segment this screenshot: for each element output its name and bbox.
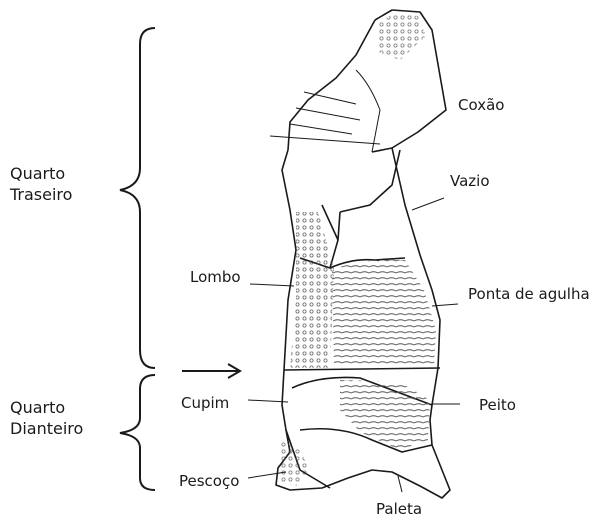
pescoco-region [278,440,310,486]
coxao-hatching [270,70,380,152]
label-cupim: Cupim [181,394,229,412]
forequarter-label-line1: Quarto [10,397,83,418]
label-vazio: Vazio [450,172,490,190]
hindquarter-label-line2: Traseiro [10,184,72,205]
divider-arrow-icon [182,364,240,378]
hindquarter-label-line1: Quarto [10,163,72,184]
forequarter-brace [120,375,155,490]
label-ponta-de-agulha: Ponta de agulha [468,285,590,303]
label-peito: Peito [479,396,516,414]
ponta-de-agulha-region [332,260,436,366]
hindquarter-brace [120,28,155,368]
peito-region [340,380,430,450]
label-lombo: Lombo [190,268,241,286]
label-pescoco: Pescoço [179,472,239,490]
label-paleta: Paleta [376,500,422,518]
forequarter-label: Quarto Dianteiro [10,397,83,439]
hindquarter-label: Quarto Traseiro [10,163,72,205]
label-coxao: Coxão [458,96,504,114]
coxao-region [378,14,426,60]
forequarter-label-line2: Dianteiro [10,418,83,439]
lombo-region [290,212,334,368]
